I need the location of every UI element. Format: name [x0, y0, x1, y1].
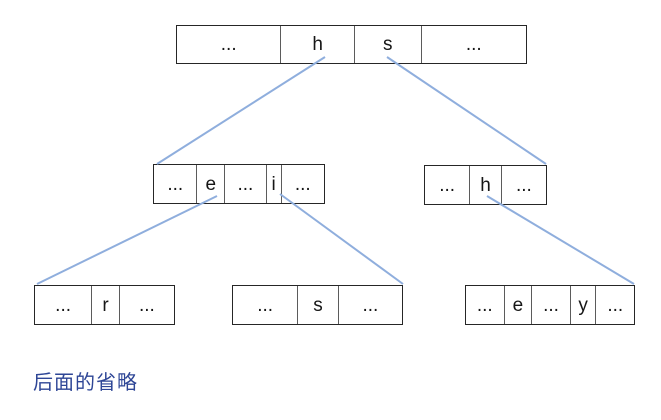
node-cell: ...: [118, 286, 174, 324]
node-cell: ...: [257, 294, 274, 316]
btree-node-level3-middle: ... s ...: [232, 285, 403, 325]
node-cell: ...: [224, 165, 266, 203]
node-cell: ...: [280, 165, 324, 203]
node-cell: h: [469, 166, 500, 204]
tree-edge-root-to-level2-right: [386, 56, 547, 165]
btree-node-level2-right: ... h ...: [424, 165, 547, 205]
node-cell: i: [265, 165, 281, 203]
caption-text: 后面的省略: [33, 372, 138, 394]
btree-node-level2-left: ... e ... i ...: [153, 164, 325, 204]
node-cell: ...: [476, 294, 493, 316]
node-cell: y: [569, 286, 596, 324]
node-cell: r: [91, 286, 119, 324]
node-cell: s: [353, 26, 421, 63]
node-cell: e: [196, 165, 224, 203]
node-cell: ...: [220, 34, 237, 55]
node-cell: ...: [500, 166, 546, 204]
btree-node-level3-left: ... r ...: [34, 285, 175, 325]
tree-edge-level2-left-to-level3-left: [36, 195, 218, 285]
node-cell: ...: [55, 294, 72, 316]
node-cell: s: [297, 286, 338, 324]
node-cell: ...: [531, 286, 570, 324]
node-cell: h: [280, 26, 354, 63]
node-cell: ...: [420, 26, 526, 63]
node-cell: ...: [439, 174, 456, 196]
btree-node-level3-right: ... e ... y ...: [465, 285, 635, 325]
node-cell: ...: [595, 286, 634, 324]
node-cell: ...: [167, 173, 184, 195]
tree-edge-root-to-level2-left: [156, 56, 326, 165]
node-cell: e: [503, 286, 532, 324]
tree-edge-level2-left-to-level3-middle: [279, 193, 404, 285]
btree-node-root: ... h s ...: [176, 25, 527, 64]
tree-edge-level2-right-to-level3-right: [486, 195, 635, 285]
node-cell: ...: [337, 286, 402, 324]
